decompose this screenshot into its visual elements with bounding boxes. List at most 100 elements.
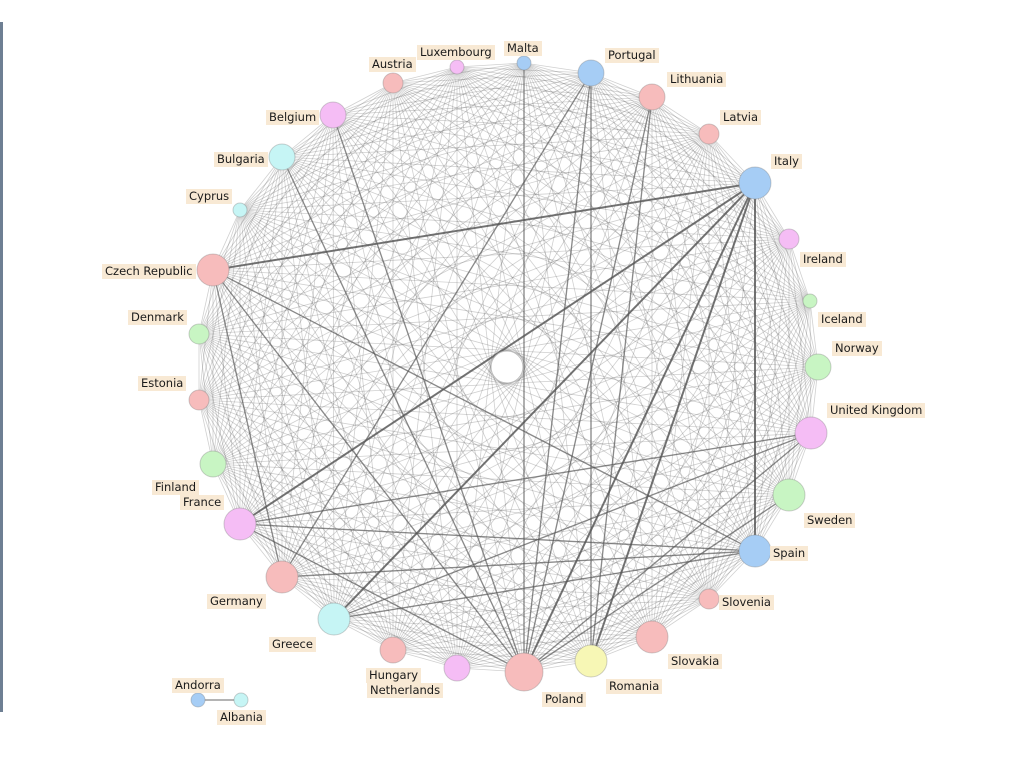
edge-malta-greece: [333, 62, 525, 620]
edge-iceland-czech-republic: [212, 269, 811, 302]
edge-slovenia-poland: [523, 598, 710, 673]
edge-spain-estonia: [198, 399, 756, 552]
edge-netherlands-cyprus: [239, 209, 458, 669]
edge-norway-poland: [523, 366, 819, 673]
node-denmark[interactable]: [188, 323, 210, 345]
node-ireland[interactable]: [778, 228, 800, 250]
edge-portugal-denmark: [198, 72, 592, 335]
edge-lithuania-austria: [392, 82, 653, 98]
node-united-kingdom[interactable]: [794, 416, 828, 450]
edge-malta-luxembourg: [456, 62, 525, 68]
node-portugal[interactable]: [577, 59, 605, 87]
edge-estonia-belgium: [198, 114, 334, 401]
edge-greece-bulgaria: [281, 156, 335, 620]
node-czech-republic[interactable]: [196, 253, 230, 287]
label-germany: Germany: [207, 594, 266, 609]
edge-norway-czech-republic: [212, 269, 819, 368]
edge-iceland-france: [239, 300, 811, 525]
edge-malta-united-kingdom: [523, 62, 812, 434]
node-slovakia[interactable]: [635, 620, 669, 654]
node-estonia[interactable]: [188, 389, 210, 411]
edge-malta-estonia: [198, 62, 525, 401]
edge-strong-united-kingdom-poland: [523, 432, 812, 673]
edge-portugal-italy: [590, 72, 756, 184]
node-center[interactable]: [490, 350, 524, 384]
node-finland[interactable]: [199, 450, 227, 478]
edge-hungary-france: [239, 523, 394, 651]
edge-italy-sweden: [754, 182, 790, 496]
edge-greece-belgium: [332, 114, 335, 620]
node-latvia[interactable]: [698, 123, 720, 145]
edge-greece-luxembourg: [333, 66, 458, 620]
edge-sweden-romania: [590, 494, 790, 662]
node-austria[interactable]: [382, 72, 404, 94]
edge-lithuania-norway: [651, 96, 819, 368]
node-sweden[interactable]: [772, 478, 806, 512]
edge-ireland-czech-republic: [212, 238, 790, 271]
node-lithuania[interactable]: [638, 83, 666, 111]
edge-norway-netherlands: [456, 366, 819, 669]
edge-netherlands-germany: [281, 576, 458, 669]
edge-spain-denmark: [198, 333, 756, 552]
node-bulgaria[interactable]: [268, 143, 296, 171]
edge-ireland-spain: [754, 238, 790, 552]
label-ireland: Ireland: [800, 252, 846, 267]
edge-spain-finland: [212, 463, 756, 552]
edge-slovakia-denmark: [198, 333, 653, 638]
node-italy[interactable]: [738, 166, 772, 200]
edge-poland-greece: [333, 618, 525, 673]
edge-slovenia-greece: [333, 598, 710, 620]
edge-romania-czech-republic: [212, 269, 592, 662]
edge-portugal-czech-republic: [212, 72, 592, 271]
edges-strong: [198, 63, 812, 701]
node-luxembourg[interactable]: [449, 59, 465, 75]
edge-romania-bulgaria: [281, 156, 592, 662]
edge-denmark-austria: [198, 82, 394, 335]
edge-united-kingdom-netherlands: [456, 432, 812, 669]
edge-slovakia-czech-republic: [212, 269, 653, 638]
node-poland[interactable]: [504, 652, 544, 692]
edge-czech-republic-bulgaria: [212, 156, 283, 271]
edge-malta-czech-republic: [212, 62, 525, 271]
node-norway[interactable]: [804, 353, 832, 381]
edge-iceland-greece: [333, 300, 811, 620]
node-france[interactable]: [223, 507, 257, 541]
node-malta[interactable]: [516, 55, 532, 71]
edge-france-luxembourg: [239, 66, 458, 525]
edge-malta-italy: [523, 62, 756, 184]
edge-poland-cyprus: [239, 209, 525, 673]
node-germany[interactable]: [265, 560, 299, 594]
node-iceland[interactable]: [802, 293, 818, 309]
edge-strong-sweden-poland: [523, 494, 790, 673]
node-albania[interactable]: [233, 692, 249, 708]
edge-malta-france: [239, 62, 525, 525]
edge-slovakia-greece: [333, 618, 653, 638]
label-france: France: [180, 495, 225, 510]
edge-ireland-poland: [523, 238, 790, 673]
node-romania[interactable]: [574, 644, 608, 678]
node-slovenia[interactable]: [698, 588, 720, 610]
node-greece[interactable]: [317, 602, 351, 636]
label-italy: Italy: [771, 154, 802, 169]
edge-hungary-denmark: [198, 333, 394, 651]
label-latvia: Latvia: [720, 110, 762, 125]
node-netherlands[interactable]: [443, 654, 471, 682]
edge-iceland-sweden: [788, 300, 811, 496]
edge-norway-luxembourg: [456, 66, 819, 368]
edge-united-kingdom-austria: [392, 82, 812, 434]
edge-portugal-france: [239, 72, 592, 525]
edge-iceland-denmark: [198, 300, 811, 335]
edge-malta-slovakia: [523, 62, 653, 638]
edge-latvia-estonia: [198, 133, 710, 401]
node-andorra[interactable]: [190, 692, 206, 708]
edge-slovakia-luxembourg: [456, 66, 653, 638]
node-belgium[interactable]: [319, 101, 347, 129]
edge-italy-austria: [392, 82, 756, 184]
node-cyprus[interactable]: [232, 202, 248, 218]
node-spain[interactable]: [738, 534, 772, 568]
edge-lithuania-denmark: [198, 96, 653, 335]
label-romania: Romania: [606, 679, 663, 694]
edge-slovakia-austria: [392, 82, 653, 638]
node-hungary[interactable]: [379, 636, 407, 664]
